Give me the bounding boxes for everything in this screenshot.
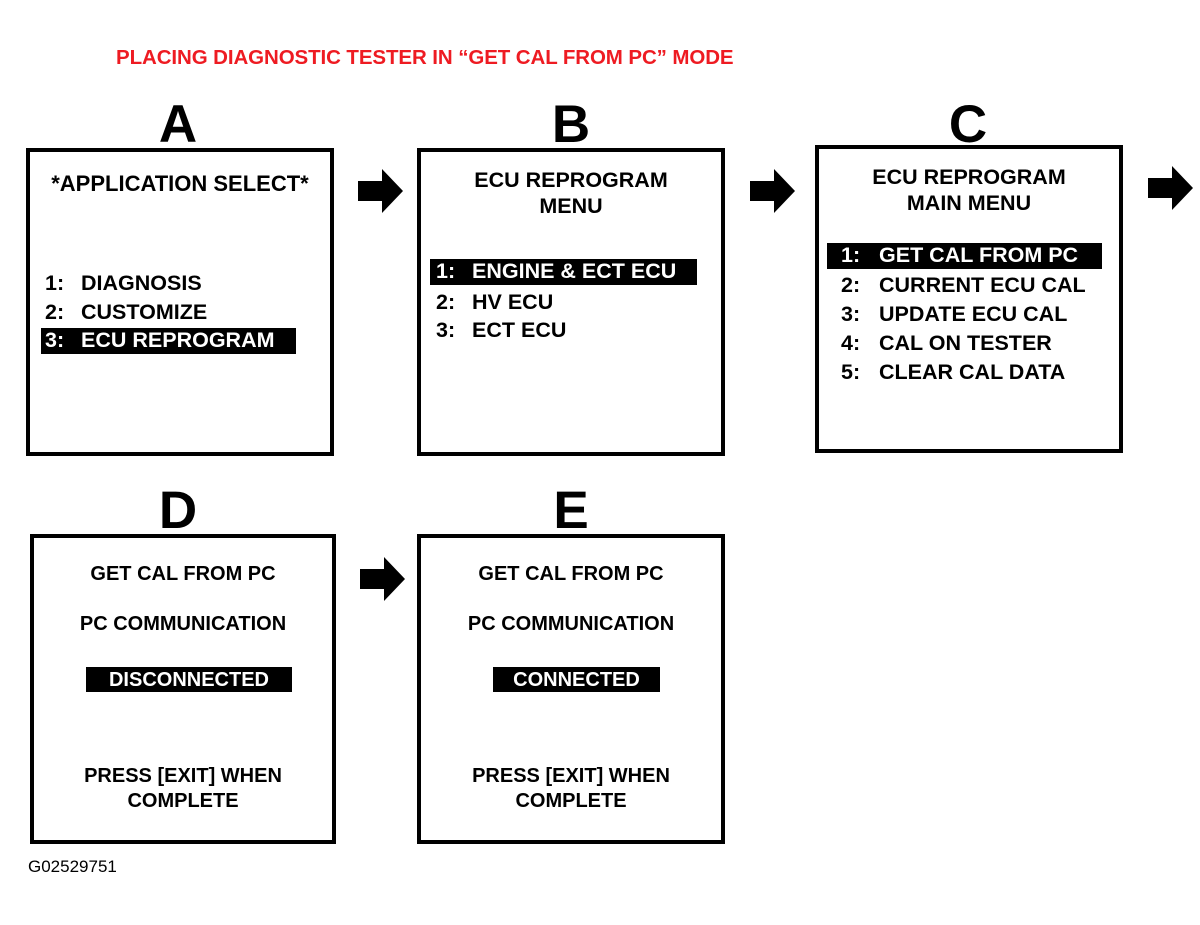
menu-label: CURRENT ECU CAL	[879, 272, 1086, 297]
panel-letter-d: D	[158, 481, 198, 540]
menu-label: DIAGNOSIS	[81, 270, 202, 295]
menu-number: 1:	[841, 243, 861, 268]
figure-caption-code: G02529751	[28, 857, 117, 876]
screen-b: ECU REPROGRAM MENU 1: ENGINE & ECT ECU 2…	[417, 148, 725, 456]
menu-number: 4:	[841, 330, 861, 355]
screen-b-header-line1: ECU REPROGRAM	[474, 168, 668, 192]
arrow-d-to-e	[360, 556, 406, 602]
screen-d-status-badge: DISCONNECTED	[86, 667, 292, 692]
menu-label: GET CAL FROM PC	[879, 243, 1079, 268]
screen-e-status-badge: CONNECTED	[493, 667, 660, 692]
screen-e: GET CAL FROM PC PC COMMUNICATION CONNECT…	[417, 534, 725, 844]
diagram-title: PLACING DIAGNOSTIC TESTER IN “GET CAL FR…	[116, 46, 734, 69]
panel-letter-c: C	[948, 95, 988, 154]
screen-e-footer-line2: COMPLETE	[515, 790, 627, 812]
panel-letter-a: A	[158, 95, 198, 154]
screen-b-menu-item-1-selected[interactable]: 1: ENGINE & ECT ECU	[430, 259, 697, 285]
screen-c-header-line2: MAIN MENU	[906, 191, 1032, 215]
screen-e-footer-line1: PRESS [EXIT] WHEN	[472, 765, 670, 787]
screen-c: ECU REPROGRAM MAIN MENU 1: GET CAL FROM …	[815, 145, 1123, 453]
screen-b-menu-item-3[interactable]: 3: ECT ECU	[436, 318, 566, 343]
menu-number: 2:	[436, 289, 456, 314]
screen-c-menu-item-2[interactable]: 2: CURRENT ECU CAL	[841, 273, 1086, 298]
screen-c-menu-item-4[interactable]: 4: CAL ON TESTER	[841, 331, 1052, 356]
screen-a-header: *APPLICATION SELECT*	[51, 171, 309, 196]
screen-a: *APPLICATION SELECT* 1: DIAGNOSIS 2: CUS…	[26, 148, 334, 456]
menu-number: 1:	[45, 270, 65, 295]
screen-a-menu-item-2[interactable]: 2: CUSTOMIZE	[45, 300, 207, 325]
screen-d-footer-line2: COMPLETE	[127, 790, 239, 812]
menu-number: 3:	[45, 328, 65, 353]
menu-number: 3:	[436, 317, 456, 342]
arrow-a-to-b	[358, 168, 404, 214]
screen-b-menu-item-2[interactable]: 2: HV ECU	[436, 290, 553, 315]
menu-label: ECU REPROGRAM	[81, 328, 275, 353]
screen-c-menu-item-3[interactable]: 3: UPDATE ECU CAL	[841, 302, 1067, 327]
screen-d-footer-line1: PRESS [EXIT] WHEN	[84, 765, 282, 787]
menu-label: ECT ECU	[472, 317, 567, 342]
menu-number: 1:	[436, 259, 456, 284]
screen-e-subheader: PC COMMUNICATION	[467, 613, 675, 635]
panel-letter-b: B	[551, 95, 591, 154]
menu-number: 2:	[45, 299, 65, 324]
menu-label: CLEAR CAL DATA	[879, 359, 1066, 384]
screen-c-menu-item-1-selected[interactable]: 1: GET CAL FROM PC	[827, 243, 1102, 269]
arrow-c-to-next	[1148, 165, 1194, 211]
menu-label: ENGINE & ECT ECU	[472, 259, 677, 284]
screen-d-subheader: PC COMMUNICATION	[79, 613, 287, 635]
menu-number: 3:	[841, 301, 861, 326]
screen-c-menu-item-5[interactable]: 5: CLEAR CAL DATA	[841, 360, 1065, 385]
screen-d-header: GET CAL FROM PC	[90, 563, 276, 585]
screen-a-menu-item-1[interactable]: 1: DIAGNOSIS	[45, 271, 202, 296]
screen-e-header: GET CAL FROM PC	[478, 563, 664, 585]
screen-b-header-line2: MENU	[539, 194, 603, 218]
screen-d: GET CAL FROM PC PC COMMUNICATION DISCONN…	[30, 534, 336, 844]
menu-number: 5:	[841, 359, 861, 384]
menu-label: CAL ON TESTER	[879, 330, 1052, 355]
panel-letter-e: E	[553, 481, 589, 540]
menu-label: CUSTOMIZE	[81, 299, 208, 324]
menu-number: 2:	[841, 272, 861, 297]
screen-c-header-line1: ECU REPROGRAM	[872, 165, 1066, 189]
screen-a-menu-item-3-selected[interactable]: 3: ECU REPROGRAM	[41, 328, 296, 354]
menu-label: UPDATE ECU CAL	[879, 301, 1068, 326]
menu-label: HV ECU	[472, 289, 554, 314]
arrow-b-to-c	[750, 168, 796, 214]
